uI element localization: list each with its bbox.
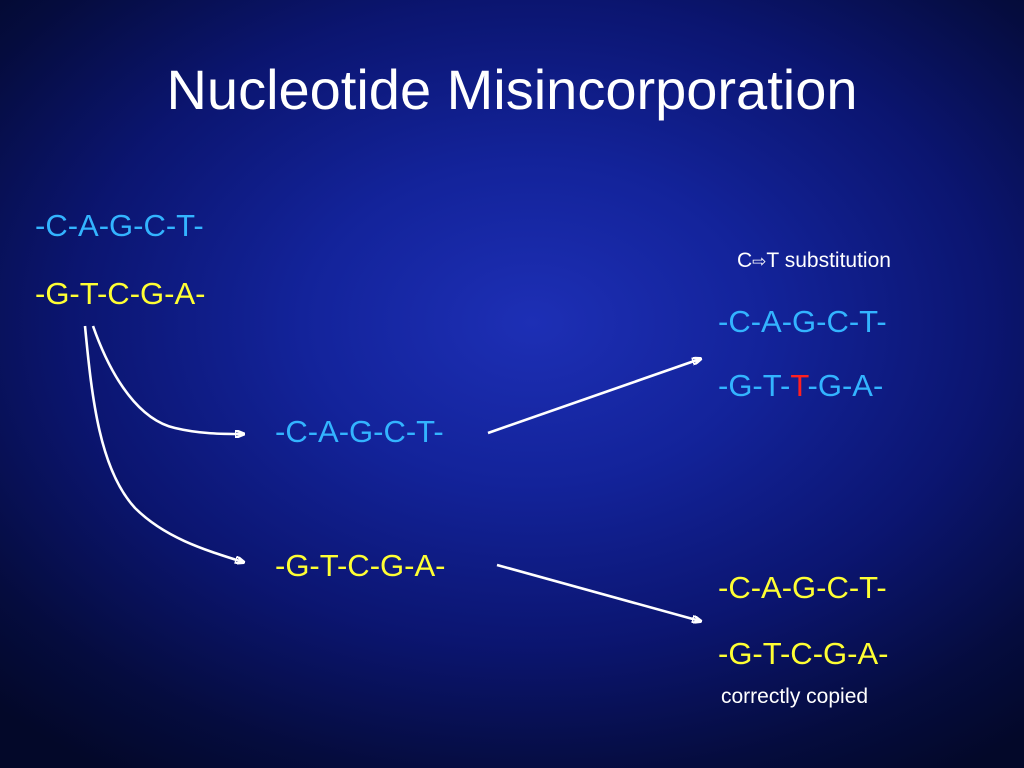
substitution-label: C⇨T substitution <box>737 250 891 271</box>
separated-bottom-strand: -G-T-C-G-A- <box>275 548 446 583</box>
correct-bottom-strand: -G-T-C-G-A- <box>718 636 889 671</box>
mutant-top-strand: -C-A-G-C-T- <box>718 304 887 339</box>
mutant-bottom-strand-right: -G-A- <box>807 368 884 403</box>
correctly-copied-label: correctly copied <box>721 685 869 708</box>
mutant-bottom-strand: -G-T-T-G-A- <box>718 370 883 401</box>
mutated-base: T <box>790 368 808 403</box>
substitution-arrow-icon: ⇨ <box>752 252 767 272</box>
curved-arrow-to-bottom-strand <box>83 325 243 562</box>
slide-title: Nucleotide Misincorporation <box>166 58 858 121</box>
arrow-to-mutant-product <box>487 359 700 435</box>
curved-arrow-to-top-strand <box>91 325 243 434</box>
separated-top-strand: -C-A-G-C-T- <box>275 414 444 449</box>
substitution-label-from: C <box>737 249 753 272</box>
arrow-to-correct-product <box>496 563 700 621</box>
original-top-strand: -C-A-G-C-T- <box>35 208 204 243</box>
substitution-label-to: T substitution <box>766 249 891 272</box>
original-bottom-strand: -G-T-C-G-A- <box>35 276 206 311</box>
correct-top-strand: -C-A-G-C-T- <box>718 570 887 605</box>
mutant-bottom-strand-left: -G-T- <box>718 368 791 403</box>
